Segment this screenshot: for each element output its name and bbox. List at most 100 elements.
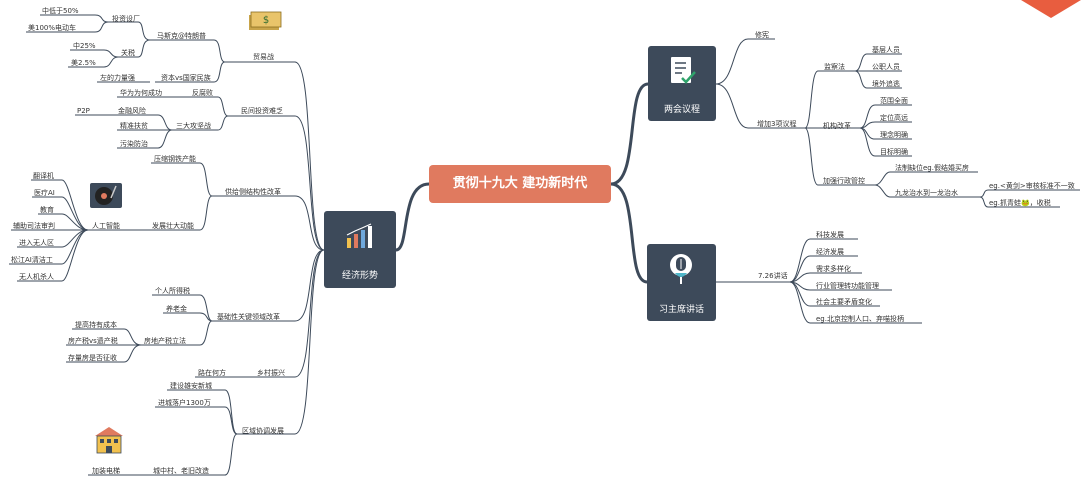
- link-talk-1: [789, 255, 811, 283]
- label-public-staff: 公职人员: [872, 63, 900, 71]
- branch-economy-trade: [294, 61, 325, 251]
- label-p2p: P2P: [77, 107, 90, 115]
- label-finance-risk: 金融风险: [118, 107, 146, 115]
- link-trade-musk: [213, 39, 226, 63]
- label-lt50: 中低于50%: [42, 7, 79, 15]
- link-reg-urban: [224, 406, 238, 435]
- corner-decoration: [1021, 0, 1081, 18]
- hub-economy[interactable]: 经济形势: [324, 211, 396, 288]
- label-medical-ai: 医疗AI: [34, 189, 55, 197]
- link-supply-grow: [199, 195, 213, 231]
- label-concept: 理念明确: [880, 131, 908, 139]
- hub-two-sessions[interactable]: 两会议程: [648, 46, 716, 121]
- link-ai-1: [61, 196, 89, 231]
- link-reform-2: [859, 127, 876, 140]
- building-icon: [95, 427, 123, 454]
- label-property-vs-estate: 房产税vs遗产税: [68, 337, 118, 345]
- label-grassroots: 基层人员: [872, 46, 900, 54]
- link-private-huawei: [217, 96, 229, 117]
- label-unmanned-zone: 进入无人区: [19, 239, 54, 247]
- link-super-2: [854, 70, 868, 89]
- label-us25: 美2.5%: [71, 59, 96, 67]
- link-invest-ev: [94, 21, 109, 33]
- link-nine-review: [979, 189, 989, 198]
- label-holding-cost: 提高持有成本: [75, 321, 117, 329]
- label-pension: 养老金: [166, 305, 187, 313]
- label-translator: 翻译机: [33, 172, 54, 180]
- label-tech: 科技发展: [816, 231, 844, 239]
- branch-economy-rural: [294, 249, 325, 378]
- link-trade-capital: [213, 61, 226, 83]
- money-icon: $: [249, 11, 282, 30]
- label-rural: 乡村振兴: [257, 369, 285, 377]
- link-invest-lt50: [94, 14, 109, 23]
- hub-xi-speech-label: 习主席讲话: [658, 305, 704, 315]
- svg-text:$: $: [263, 15, 269, 26]
- label-pollution: 污染防治: [120, 140, 148, 148]
- link-law-holding: [123, 328, 142, 346]
- label-constitution: 修宪: [755, 31, 769, 39]
- label-musk-trump: 马斯克@特朗普: [157, 32, 206, 40]
- label-nine-dragons: 九龙治水到一龙治水: [895, 189, 958, 197]
- link-private-battles: [217, 115, 229, 131]
- label-admin-control: 加强行政管控: [823, 177, 865, 185]
- branch-economy-private: [294, 115, 325, 251]
- label-stock-housing: 存量房是否征收: [68, 354, 117, 362]
- label-ev100: 美100%电动车: [28, 24, 77, 32]
- link-add3-super: [804, 70, 819, 129]
- label-private-invest: 民间投资难乏: [241, 107, 283, 115]
- microphone-icon: [670, 254, 692, 284]
- label-grow: 发展壮大动能: [152, 222, 194, 230]
- label-conflict: 社会主要矛盾变化: [816, 298, 872, 306]
- label-regional: 区域协调发展: [242, 427, 284, 435]
- label-education: 教育: [40, 206, 54, 214]
- branch-root-economy: [395, 182, 430, 252]
- link-reform-3: [859, 127, 876, 157]
- link-musk-invest: [137, 21, 151, 41]
- link-ai-4: [61, 229, 89, 248]
- label-road: 路在何方: [198, 369, 226, 377]
- link-battles-finance: [157, 114, 173, 131]
- branch-economy-supply: [294, 195, 325, 251]
- hub-xi-speech[interactable]: 习主席讲话: [647, 244, 716, 321]
- label-scope: 范围全面: [880, 97, 908, 105]
- link-musk-tariff: [137, 39, 151, 58]
- link-basic-income: [199, 294, 213, 322]
- link-battles-pollution: [157, 129, 173, 149]
- link-tariff-us: [103, 56, 119, 68]
- label-supervision-law: 监察法: [824, 63, 845, 71]
- label-invest-factory: 投资设厂: [112, 15, 140, 23]
- branch-economy-regional: [294, 249, 325, 435]
- root-topic[interactable]: 贯彻十九大 建功新时代: [429, 165, 611, 203]
- label-industry: 行业管理转功能管理: [816, 282, 879, 290]
- label-urban: 进城落户1300万: [158, 399, 211, 407]
- label-drone-kill: 无人机杀人: [19, 273, 54, 281]
- branch-root-xi-speech: [610, 182, 648, 284]
- link-admin-nine: [874, 184, 891, 198]
- label-law-offside: 法制缺位eg.假结婚买房: [895, 164, 969, 172]
- label-capital-vs-nation: 资本vs国家民族: [161, 74, 211, 82]
- link-super-0: [854, 53, 868, 72]
- label-cn25: 中25%: [73, 42, 96, 50]
- label-tariff: 关税: [121, 49, 135, 57]
- label-review-std: eg.<黄剑>审核标准不一致: [989, 182, 1075, 190]
- label-songjiang: 松江AI清洁工: [11, 256, 53, 264]
- link-talk-5: [789, 281, 811, 324]
- link-tariff-cn: [103, 49, 119, 58]
- label-add3: 增加3项议程: [757, 120, 797, 128]
- label-ai: 人工智能: [92, 222, 120, 230]
- label-property-law: 房地产税立法: [144, 337, 186, 345]
- label-steel: 压缩钢铁产能: [154, 155, 196, 163]
- link-ts-add3: [715, 83, 749, 129]
- link-basic-pension: [199, 312, 213, 322]
- link-reform-0: [859, 104, 876, 129]
- label-huawei: 华为为何成功: [120, 89, 162, 97]
- link-supply-steel: [199, 162, 213, 197]
- hub-two-sessions-label: 两会议程: [663, 105, 700, 115]
- label-anti-corruption: 反腐败: [192, 89, 213, 97]
- label-three-battles: 三大攻坚战: [176, 122, 211, 130]
- link-talk-0: [789, 238, 811, 283]
- link-ts-constitution: [715, 38, 749, 85]
